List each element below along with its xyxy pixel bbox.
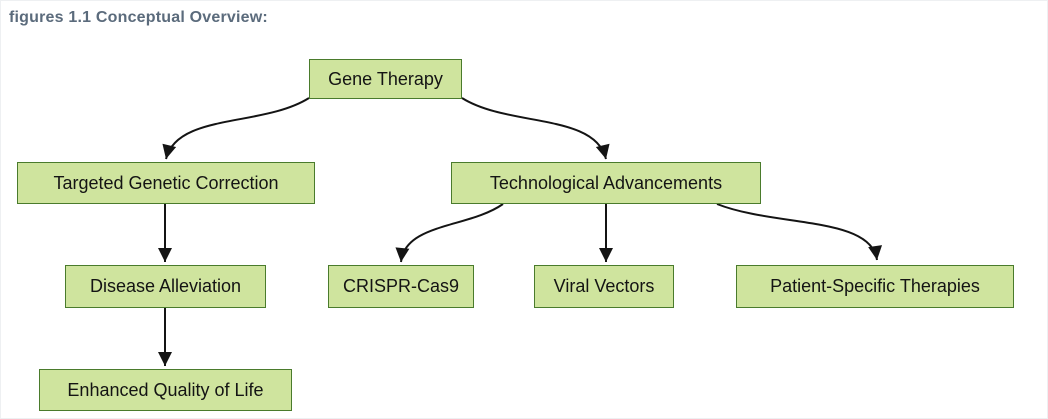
node-label: Gene Therapy	[328, 68, 443, 89]
node-targeted-genetic-correction: Targeted Genetic Correction	[17, 162, 315, 204]
node-label: Technological Advancements	[489, 172, 723, 193]
edge-gene-therapy-to-technological-advancements	[461, 97, 610, 160]
node-crispr-cas9: CRISPR-Cas9	[328, 265, 474, 308]
node-viral-vectors: Viral Vectors	[534, 265, 674, 308]
node-label: Patient-Specific Therapies	[770, 276, 980, 296]
figure-title: figures 1.1 Conceptual Overview:	[9, 9, 268, 26]
node-label: Enhanced Quality of Life	[67, 379, 264, 400]
node-enhanced-quality-of-life: Enhanced Quality of Life	[39, 369, 292, 411]
node-patient-specific-therapies: Patient-Specific Therapies	[736, 265, 1014, 308]
edge-gene-therapy-to-targeted-genetic-correction	[162, 97, 310, 160]
node-gene-therapy: Gene Therapy	[309, 59, 462, 99]
node-disease-alleviation: Disease Alleviation	[65, 265, 266, 308]
edge-technological-advancements-to-patient-specific-therapies	[716, 203, 883, 261]
edge-technological-advancements-to-crispr-cas9	[395, 203, 504, 263]
node-label: Disease Alleviation	[89, 276, 242, 296]
node-label: CRISPR-Cas9	[342, 276, 460, 296]
node-label: Targeted Genetic Correction	[53, 172, 279, 193]
node-label: Viral Vectors	[553, 276, 655, 296]
node-technological-advancements: Technological Advancements	[451, 162, 761, 204]
